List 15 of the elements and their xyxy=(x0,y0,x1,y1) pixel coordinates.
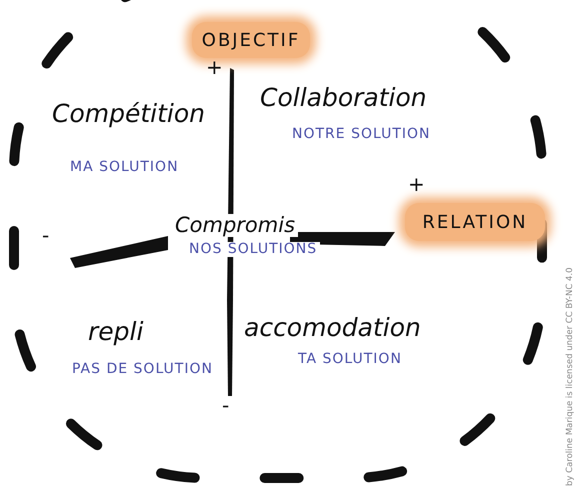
quadrant-title: repli xyxy=(88,318,144,346)
axis-label: OBJECTIF xyxy=(202,30,300,50)
quadrant-subtitle: PAS DE SOLUTION xyxy=(72,362,213,378)
axis-label: RELATION xyxy=(422,212,528,232)
minus-sign: - xyxy=(222,394,230,416)
quadrant-subtitle: MA SOLUTION xyxy=(70,160,179,176)
license-credit: by Caroline Marique is licensed under CC BY-NC 4.0 xyxy=(566,268,576,486)
quadrant-subtitle: TA SOLUTION xyxy=(298,352,402,368)
quadrant-subtitle: NOTRE SOLUTION xyxy=(292,127,430,142)
plus-sign: + xyxy=(206,56,223,78)
minus-sign: - xyxy=(42,224,50,246)
quadrant-title: accomodation xyxy=(244,314,421,342)
plus-sign: + xyxy=(408,173,425,195)
quadrant-title: Collaboration xyxy=(260,84,427,112)
quadrant-title: Compétition xyxy=(52,100,205,128)
